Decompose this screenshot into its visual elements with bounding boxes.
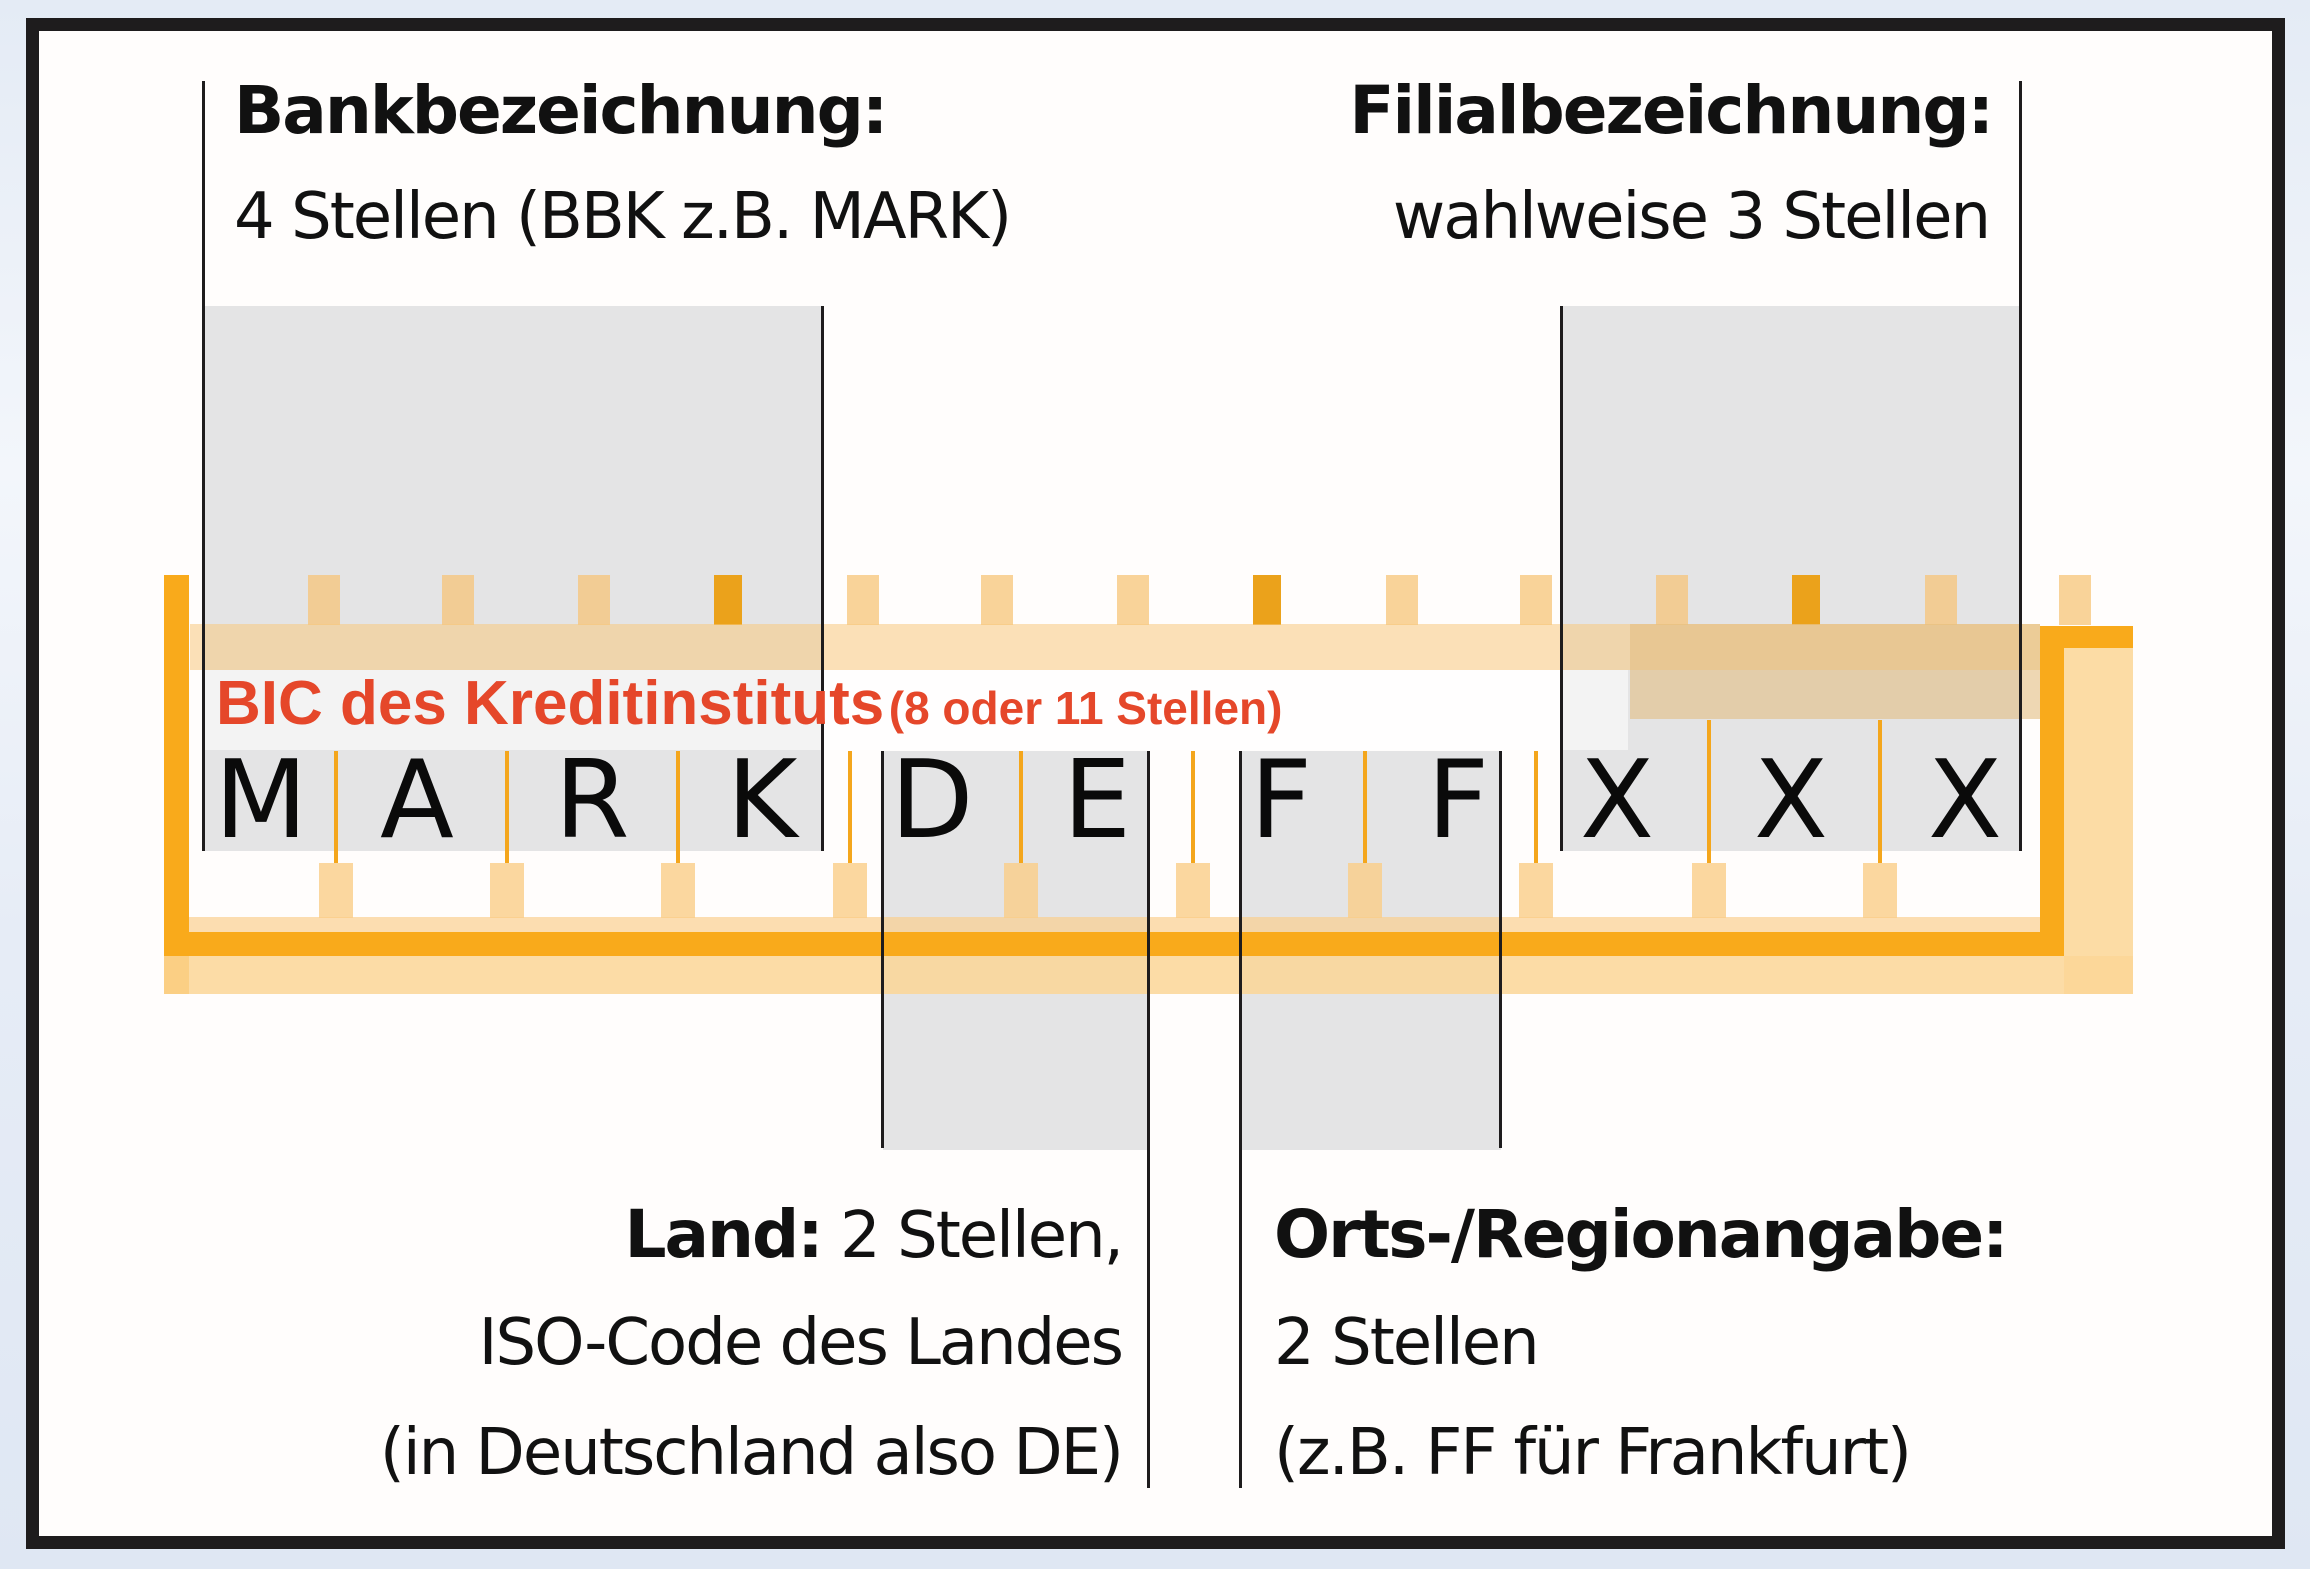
top-band-right-shade: [1630, 624, 2040, 719]
char-separator: [1191, 751, 1195, 863]
top-tick: [981, 575, 1013, 625]
char-separator: [1363, 751, 1367, 863]
country-label-length: 2 Stellen,: [821, 1199, 1124, 1273]
bottom-tick: [1863, 863, 1897, 918]
top-tick: [442, 575, 474, 625]
bank-bracket-right: [821, 306, 824, 851]
bic-char: K: [726, 738, 798, 863]
bank-label-title: Bankbezeichnung:: [234, 72, 888, 149]
bottom-band-light: [189, 917, 2040, 932]
bottom-tick: [1519, 863, 1553, 918]
bottom-tick: [1348, 863, 1382, 918]
top-tick-highlight: [714, 575, 742, 625]
top-tick: [847, 575, 879, 625]
branch-bracket-right: [2019, 81, 2022, 851]
bank-label-description: 4 Stellen (BBK z.B. MARK): [234, 180, 1012, 254]
bottom-bar-orange: [164, 932, 2064, 956]
bic-label: BIC des Kreditinstituts (8 oder 11 Stell…: [216, 668, 1282, 739]
bottom-tick: [319, 863, 353, 918]
location-bracket-left: [1239, 751, 1242, 1488]
orange-bracket-right: [2040, 626, 2064, 956]
top-tick: [578, 575, 610, 625]
top-tick: [1117, 575, 1149, 625]
top-tick: [2059, 575, 2091, 625]
top-tick: [1520, 575, 1552, 625]
branch-bracket-left: [1560, 306, 1563, 851]
bottom-tick: [1176, 863, 1210, 918]
char-separator: [505, 751, 509, 863]
country-label-iso: ISO-Code des Landes: [478, 1306, 1124, 1380]
char-separator: [1878, 720, 1882, 863]
country-label: Land: 2 Stellen,: [624, 1196, 1124, 1273]
bic-label-background: [203, 670, 1628, 750]
country-bracket-right: [1147, 751, 1150, 1488]
char-separator: [334, 751, 338, 863]
country-label-example: (in Deutschland also DE): [379, 1416, 1124, 1490]
bic-label-title: BIC des Kreditinstituts: [216, 669, 885, 738]
bottom-tick: [1692, 863, 1726, 918]
orange-bracket-right-light: [2064, 648, 2133, 994]
char-separator: [676, 751, 680, 863]
bank-bracket-left: [202, 81, 205, 851]
bottom-tick: [490, 863, 524, 918]
top-tick-highlight: [1792, 575, 1820, 625]
char-separator: [1534, 751, 1538, 863]
location-label-length: 2 Stellen: [1274, 1306, 1540, 1380]
orange-bracket-left: [164, 575, 189, 994]
bic-char: X: [1928, 738, 2002, 863]
location-bracket-right: [1499, 751, 1502, 1148]
bottom-tick: [833, 863, 867, 918]
bic-char: A: [380, 738, 454, 863]
top-tick-highlight: [1253, 575, 1281, 625]
bic-char: E: [1062, 738, 1132, 863]
char-separator: [848, 751, 852, 863]
char-separator: [1019, 751, 1023, 863]
bottom-tick: [661, 863, 695, 918]
bic-char: X: [1580, 738, 1654, 863]
location-label-title: Orts-/Regionangabe:: [1274, 1196, 2008, 1273]
bic-label-length: (8 oder 11 Stellen): [888, 682, 1283, 734]
bic-char: D: [890, 738, 974, 863]
bic-char: R: [554, 738, 630, 863]
top-tick: [1656, 575, 1688, 625]
bic-char: F: [1249, 738, 1313, 863]
branch-label-description: wahlweise 3 Stellen: [1392, 180, 1991, 254]
bic-char: F: [1426, 738, 1490, 863]
bottom-tick: [1004, 863, 1038, 918]
branch-label-title: Filialbezeichnung:: [1349, 72, 1994, 149]
bic-char: X: [1754, 738, 1828, 863]
bic-char: M: [214, 738, 308, 863]
country-bracket-left: [881, 751, 884, 1148]
country-label-title: Land:: [624, 1196, 823, 1273]
top-tick: [1386, 575, 1418, 625]
top-tick: [1925, 575, 1957, 625]
location-label-example: (z.B. FF für Frankfurt): [1274, 1416, 1912, 1490]
top-tick: [308, 575, 340, 625]
char-separator: [1707, 720, 1711, 863]
